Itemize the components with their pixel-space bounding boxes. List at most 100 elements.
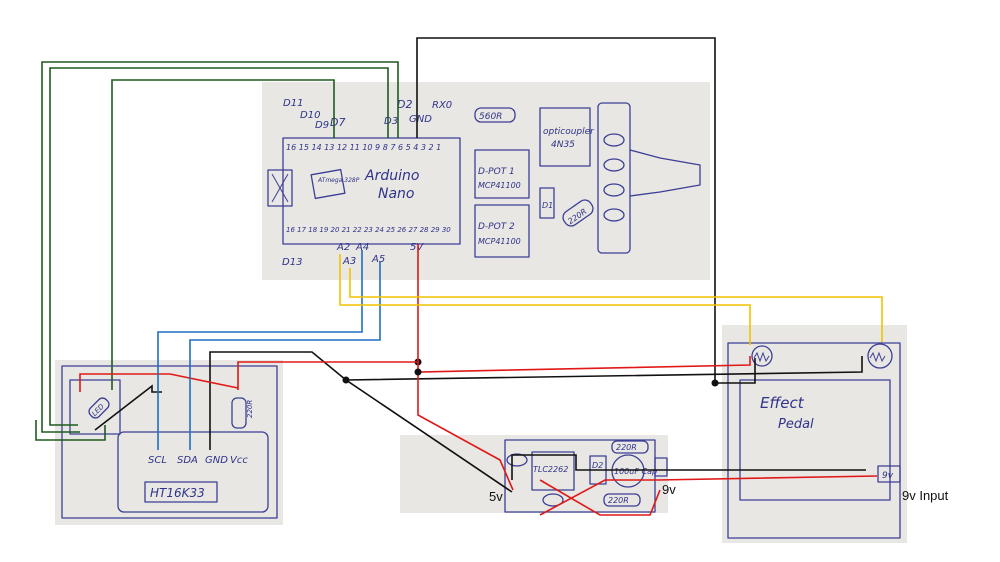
atmega-chip: [310, 168, 346, 200]
midi-jack-board: [597, 102, 631, 254]
label-9v: 9v: [662, 482, 676, 497]
red-wire-5v: [237, 244, 419, 390]
pin-label-rx0: RX0: [432, 100, 452, 111]
red-wire-cross: [539, 479, 661, 516]
pot-left: [751, 345, 773, 367]
capacitor: [611, 454, 645, 488]
regulator-chip: [531, 451, 575, 491]
red-wire-9v: [539, 475, 878, 516]
arduino-subtitle: Nano: [378, 186, 415, 202]
arduino-title: Arduino: [364, 168, 419, 184]
red-wire-pedal: [417, 356, 751, 373]
blue-wire-scl: [157, 250, 363, 450]
display-paper: [55, 360, 283, 525]
red-wire-display: [79, 373, 239, 392]
pin-gnd: GND: [205, 455, 228, 466]
pin-label-d3: D3: [384, 116, 398, 127]
pedal-inner: [739, 379, 891, 501]
optocoupler-model: 4N35: [551, 140, 575, 150]
pin-label-a2: A2: [336, 242, 350, 253]
dpot1-model: MCP41100: [478, 181, 521, 190]
cable-plug: [629, 149, 701, 197]
blue-wire-sda: [189, 262, 381, 450]
resistor-top-label: 220R: [616, 443, 637, 452]
pedal-title: Effect: [760, 394, 805, 412]
resistor-top: [611, 440, 649, 454]
led-d1-label: D1: [542, 201, 553, 210]
pin-label-a4: A4: [355, 242, 369, 253]
pin-label-gnd: GND: [409, 114, 432, 125]
green-wire-2: [49, 67, 389, 426]
pin-label-d2: D2: [397, 98, 412, 111]
black-wire-power: [511, 454, 866, 480]
switch-resistor: [88, 397, 110, 419]
arduino-board-outline: [282, 137, 461, 245]
display-resistor-label: 220R: [246, 400, 254, 418]
red-wires: [79, 244, 878, 516]
resistor-bottom: [603, 493, 641, 507]
black-wires: [94, 37, 866, 493]
black-wire-gnd-display: [209, 351, 513, 493]
optocoupler: [539, 107, 591, 167]
resistor-bottom-label: 220R: [608, 496, 629, 505]
pin-vcc: Vcc: [230, 455, 248, 466]
black-wire-gnd-top: [416, 37, 716, 383]
pin-label-a5: A5: [371, 254, 385, 265]
power-paper: [400, 435, 668, 513]
red-wire-5v-reg: [417, 372, 514, 491]
display-resistor: [231, 397, 247, 429]
pot-right: [867, 343, 893, 369]
pin-sda: SDA: [177, 455, 198, 466]
black-wire-bus: [345, 356, 863, 381]
blue-wires: [157, 250, 381, 450]
pin-label-d7: D7: [330, 116, 345, 129]
green-wire-1: [41, 61, 399, 433]
display-board-sketch: LED SCL SDA GND Vcc HT16K33 220R: [61, 365, 278, 519]
power-jack: [877, 465, 901, 483]
ht16k33-board: [117, 431, 269, 513]
black-wire-switch: [94, 384, 162, 431]
arduino-paper: [262, 82, 710, 280]
dpot2-label: D-POT 2: [478, 222, 515, 232]
pin-label-d9: D9: [315, 120, 329, 131]
bottom-pin-labels: D13 A2 A3 A4 A5 5V: [282, 242, 424, 268]
pin-label-d11: D11: [283, 98, 303, 109]
ht16k33-chip: [144, 481, 218, 503]
led-d1: [539, 187, 555, 219]
power-board-sketch: TLC2262 D2 100uF Cap 220R 220R: [504, 439, 668, 513]
black-wire-pedal: [715, 358, 756, 384]
yellow-wire-a3: [349, 268, 883, 342]
display-outline: [61, 365, 278, 519]
bottom-pin-numbers: 16 17 18 19 20 21 22 23 24 25 26 27 28 2…: [286, 226, 451, 234]
pedal-subtitle: Pedal: [778, 417, 814, 432]
pin-label-d13: D13: [282, 257, 302, 268]
green-wire-3: [111, 79, 335, 390]
resistor-220r-arduino: [562, 199, 594, 227]
regulator-label: TLC2262: [533, 465, 568, 474]
label-9v-input: 9v Input: [902, 488, 949, 503]
dpot1-label: D-POT 1: [478, 167, 515, 177]
dpot-1: [474, 149, 530, 199]
pin-label-a3: A3: [342, 256, 356, 267]
dpot-2: [474, 204, 530, 258]
switch-box: [69, 379, 121, 435]
pedal-outer: [727, 342, 901, 539]
pin-label-d10: D10: [300, 110, 320, 121]
usb-connector: [267, 169, 293, 207]
optocoupler-label: opticoupler: [543, 127, 595, 137]
resistor-560r-label: 560R: [479, 112, 502, 122]
green-wires: [35, 61, 399, 441]
pin-label-5v: 5V: [410, 242, 424, 253]
jack-label: 9v: [882, 471, 894, 481]
chip-label: ATmega 328P: [317, 177, 360, 184]
pedal-sketch: Effect Pedal 9v: [727, 342, 901, 539]
label-5v: 5v: [489, 489, 503, 504]
ht16k33-label: HT16K33: [150, 486, 205, 500]
yellow-wires: [339, 254, 883, 345]
dpot2-model: MCP41100: [478, 237, 521, 246]
yellow-wire-a2: [339, 254, 751, 345]
green-wire-4: [35, 420, 106, 441]
top-pin-numbers: 16 15 14 13 12 11 10 9 8 7 6 5 4 3 2 1: [286, 143, 441, 152]
